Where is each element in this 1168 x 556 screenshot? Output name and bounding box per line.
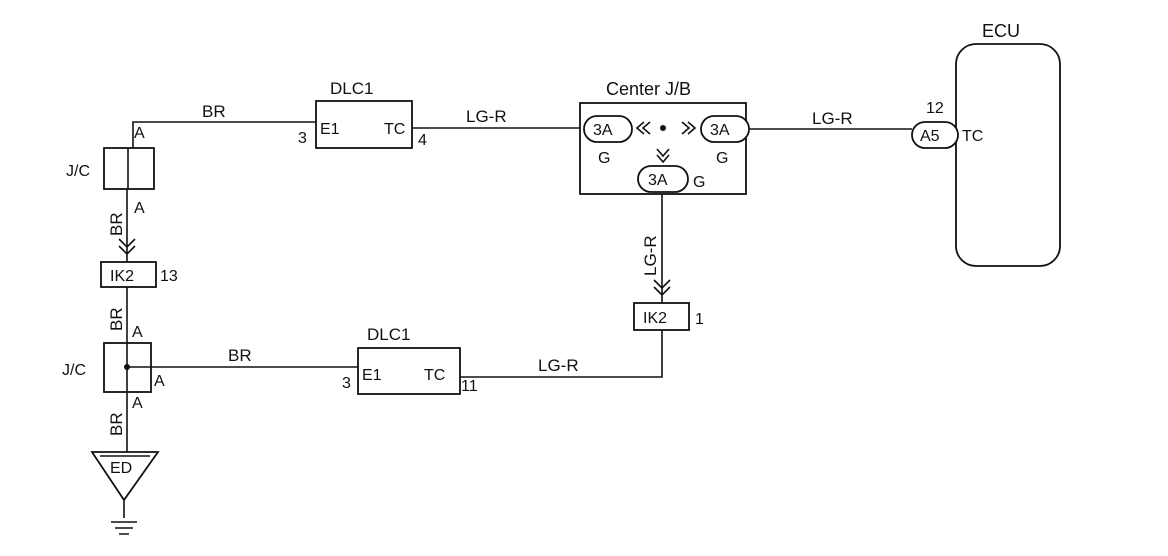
- center-jb-arrow-right-icon: [681, 121, 697, 135]
- jc-top-pin-a-bottom: A: [134, 200, 145, 217]
- wire-label-lgr-ecu: LG-R: [812, 109, 853, 128]
- jc-bottom-pin-a-bottom: A: [132, 395, 143, 412]
- ecu: ECU A5 12 TC: [911, 21, 1061, 267]
- ground-symbol-icon: [111, 521, 137, 535]
- dlc1-top-pin-right: 4: [418, 132, 427, 149]
- center-jb-title: Center J/B: [606, 79, 691, 99]
- wire-label-br-bottom: BR: [228, 346, 252, 365]
- ecu-box: [955, 43, 1061, 267]
- wire-lgr-ik2-to-dlc: [460, 330, 663, 378]
- wire-label-lgr-top: LG-R: [466, 107, 507, 126]
- center-jb-splice-dot: [660, 125, 666, 131]
- ground-label: ED: [110, 460, 132, 477]
- ik2-right-arrow-icon: [653, 279, 671, 297]
- center-jb: Center J/B 3A 3A 3A G G G: [579, 79, 750, 195]
- dlc1-bottom-connector: DLC1 E1 TC 3 11: [342, 325, 478, 395]
- ik2-left-pin: 13: [160, 268, 178, 285]
- dlc1-bottom-pin-right: 11: [461, 378, 478, 395]
- ecu-connector-label: A5: [920, 128, 940, 145]
- dlc1-bottom-pin-left: 3: [342, 375, 351, 392]
- jc-bottom-pin-a-right: A: [154, 373, 165, 390]
- jc-top-pin-a-top: A: [134, 125, 145, 142]
- ik2-left-arrow-icon: [118, 238, 136, 256]
- ik2-right: IK2 1: [633, 279, 704, 331]
- ground-triangle: [90, 451, 160, 502]
- center-jb-arrow-down-icon: [656, 148, 670, 164]
- wire-label-lgr-bottom: LG-R: [538, 356, 579, 375]
- dlc1-bottom-box: [357, 347, 461, 395]
- center-jb-conn-bottom: [637, 165, 689, 193]
- center-jb-ground-right: G: [716, 150, 728, 167]
- ecu-pin-number: 12: [926, 100, 944, 117]
- wire-label-br-vert-1: BR: [107, 212, 126, 236]
- dlc1-top-connector: DLC1 E1 TC 3 4: [298, 79, 427, 149]
- wires: [123, 121, 912, 518]
- jc-bottom: J/C A A A: [62, 324, 165, 412]
- center-jb-conn-left-label: 3A: [593, 122, 613, 139]
- ik2-left-box: [100, 261, 157, 288]
- center-jb-conn-bottom-label: 3A: [648, 172, 668, 189]
- ik2-right-pin: 1: [695, 311, 704, 328]
- ecu-title: ECU: [982, 21, 1020, 41]
- jc-bottom-label: J/C: [62, 362, 86, 379]
- center-jb-conn-right: [700, 115, 750, 143]
- jc-top: J/C A A: [66, 125, 155, 217]
- center-jb-conn-left: [583, 115, 633, 143]
- dlc1-bottom-e1: E1: [362, 367, 382, 384]
- center-jb-ground-left: G: [598, 150, 610, 167]
- ecu-connector-a5: [911, 121, 959, 149]
- dlc1-bottom-tc: TC: [424, 367, 445, 384]
- wire-label-br-vert-3: BR: [107, 412, 126, 436]
- dlc1-top-box: [315, 100, 413, 149]
- wire-label-br-top: BR: [202, 102, 226, 121]
- ik2-left: IK2 13: [100, 238, 178, 288]
- jc-bottom-pin-a-top: A: [132, 324, 143, 341]
- jc-top-label: J/C: [66, 163, 90, 180]
- center-jb-conn-right-label: 3A: [710, 122, 730, 139]
- ecu-terminal-tc: TC: [962, 128, 983, 145]
- center-jb-arrow-left-icon: [635, 121, 651, 135]
- ik2-left-label: IK2: [110, 268, 134, 285]
- wire-label-lgr-vert: LG-R: [641, 235, 660, 276]
- wire-label-br-vert-2: BR: [107, 307, 126, 331]
- dlc1-top-tc: TC: [384, 121, 405, 138]
- dlc1-top-pin-left: 3: [298, 130, 307, 147]
- dlc1-top-title: DLC1: [330, 79, 373, 98]
- ik2-right-box: [633, 302, 690, 331]
- center-jb-ground-bottom: G: [693, 174, 705, 191]
- wire-br-top: [132, 121, 316, 148]
- ik2-right-label: IK2: [643, 310, 667, 327]
- dlc1-bottom-title: DLC1: [367, 325, 410, 344]
- dlc1-top-e1: E1: [320, 121, 340, 138]
- jc-top-box: [103, 147, 155, 190]
- ground-point: ED: [90, 451, 160, 535]
